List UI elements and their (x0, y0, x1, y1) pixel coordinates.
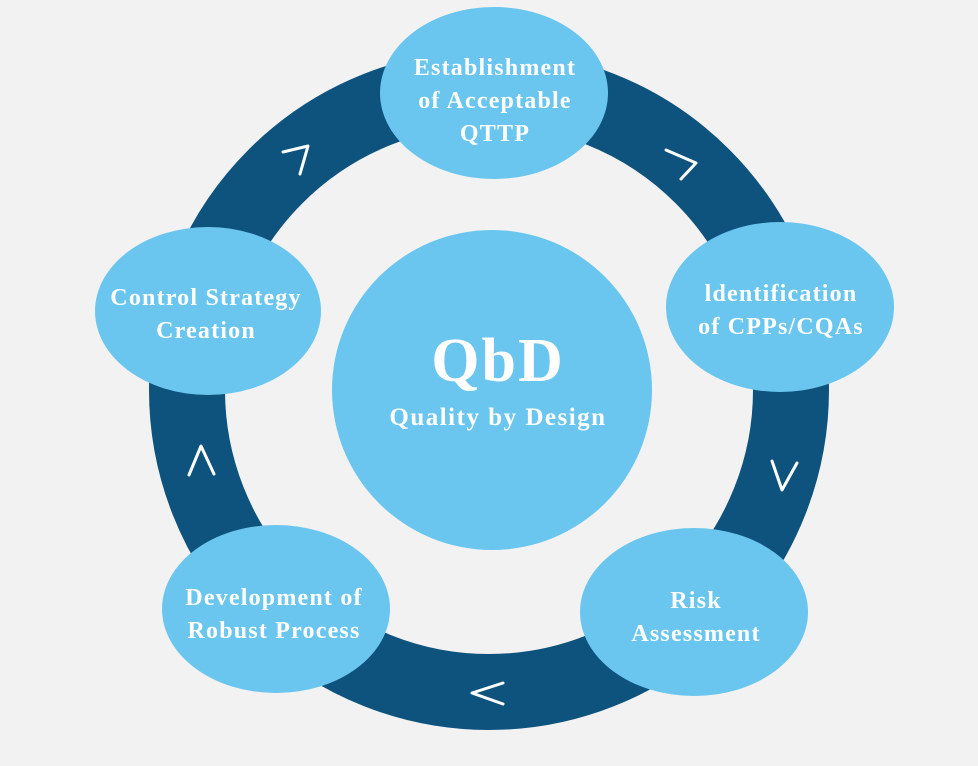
center-title: QbD (431, 327, 564, 395)
node-establishment-line-3: QTTP (460, 121, 530, 147)
center-subtitle: Quality by Design (389, 404, 606, 431)
node-establishment-line-1: Establishment (414, 55, 576, 81)
node-establishment-line-2: of Acceptable (418, 88, 572, 114)
node-risk-line-1: Risk (670, 588, 722, 614)
node-development-line-2: Robust Process (187, 618, 360, 644)
center-hub: QbD Quality by Design (332, 230, 652, 550)
node-identification-shape (666, 222, 894, 392)
node-identification: ldentification of CPPs/CQAs (666, 222, 894, 392)
chevron-down-icon (770, 459, 799, 492)
node-control-line-2: Creation (156, 318, 256, 344)
node-identification-line-1: ldentification (705, 281, 858, 307)
node-risk: Risk Assessment (580, 528, 808, 696)
node-establishment: Establishment of Acceptable QTTP (380, 7, 608, 179)
node-identification-line-2: of CPPs/CQAs (698, 314, 864, 340)
node-control: Control Strategy Creation (95, 227, 321, 395)
chevron-up-icon (281, 144, 310, 176)
node-development-line-1: Development of (185, 585, 362, 611)
chevron-right-icon (664, 148, 698, 181)
node-development: Development of Robust Process (162, 525, 390, 693)
node-development-shape (162, 525, 390, 693)
center-circle (332, 230, 652, 550)
node-risk-line-2: Assessment (631, 621, 760, 647)
node-control-shape (95, 227, 321, 395)
chevron-up-icon (187, 444, 216, 477)
chevron-left-icon (470, 681, 505, 706)
node-control-line-1: Control Strategy (110, 285, 301, 311)
node-risk-shape (580, 528, 808, 696)
node-establishment-shape (380, 7, 608, 179)
